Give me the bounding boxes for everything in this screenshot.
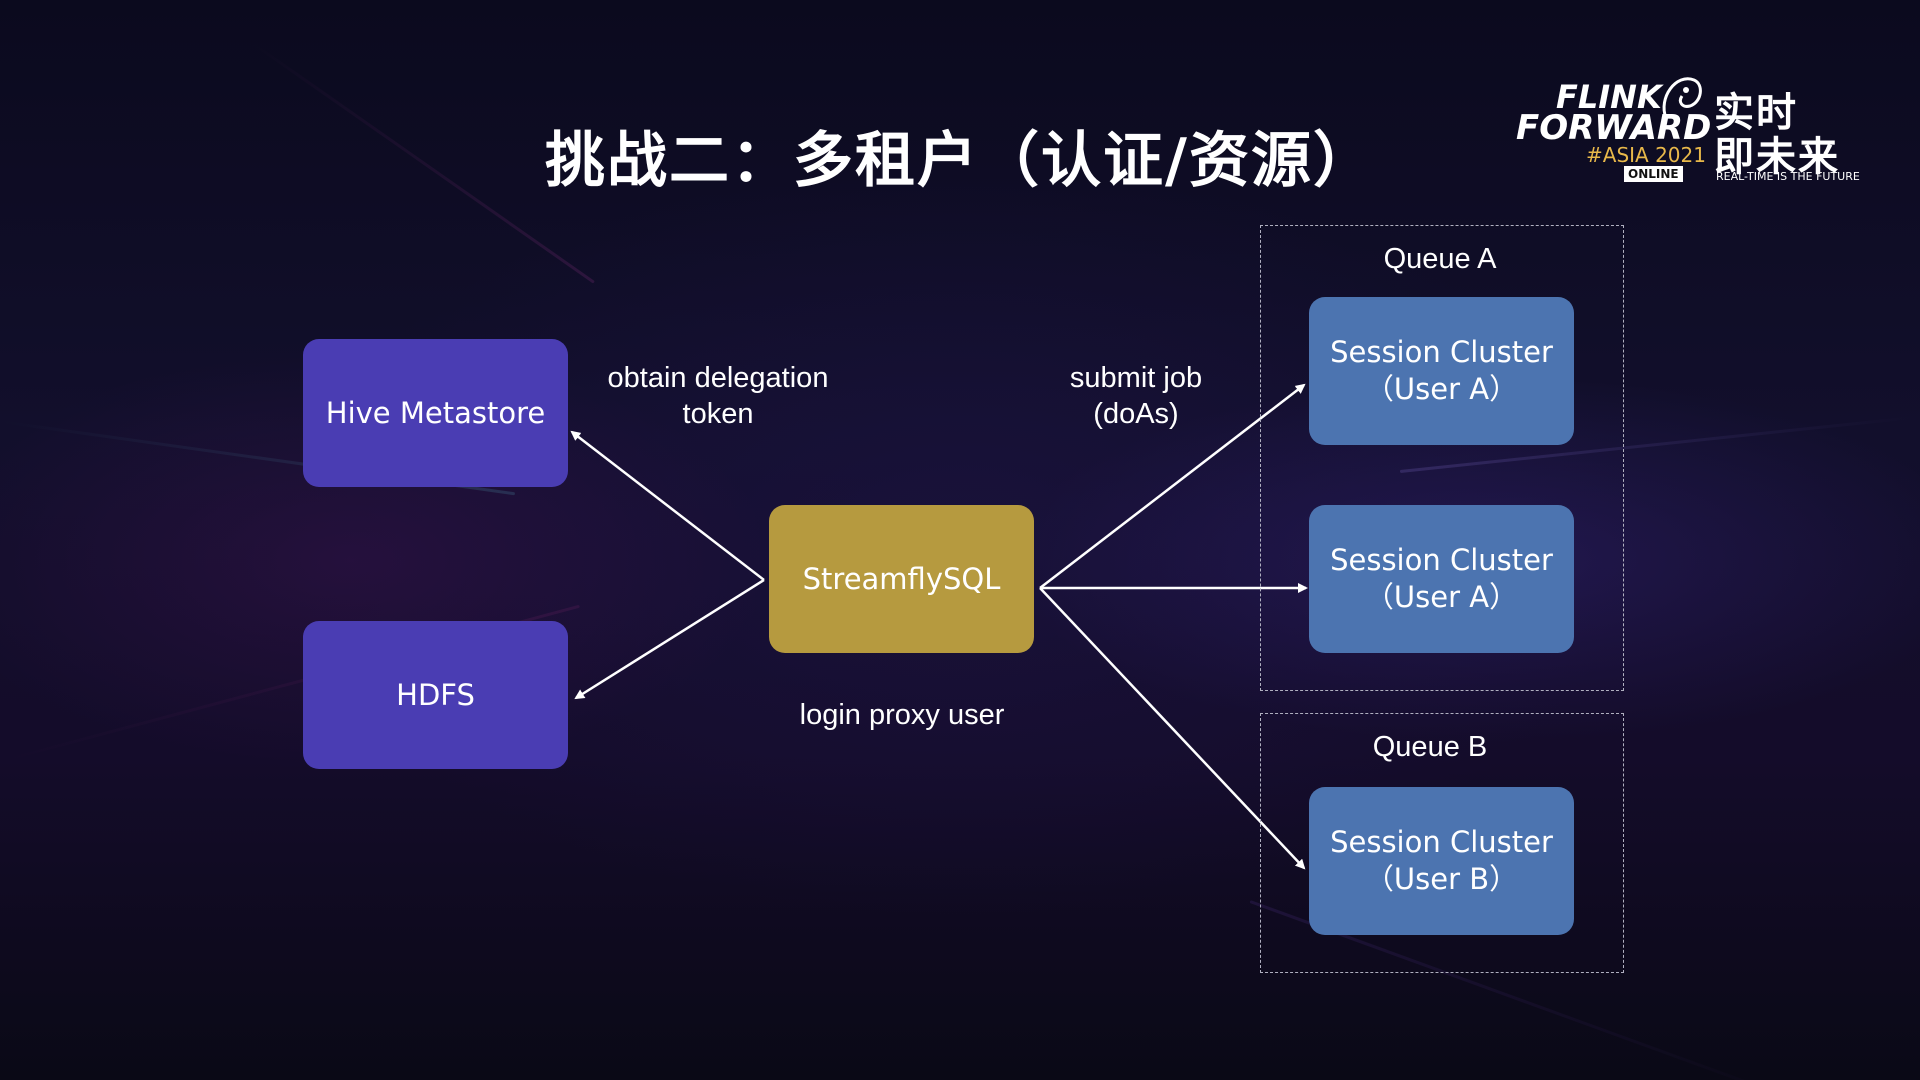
logo-flink-text: FLINK (1556, 78, 1662, 116)
logo-cn-line1: 实时 (1714, 90, 1798, 136)
session-user-label: （User A） (1364, 580, 1519, 614)
submit-job-label: submit job (doAs) (1016, 360, 1256, 432)
session-user-label: （User B） (1364, 862, 1519, 896)
login-proxy-user-label: login proxy user (799, 699, 1005, 731)
delegation-line1: obtain delegation (607, 362, 829, 394)
submit-line2: (doAs) (1093, 398, 1179, 430)
logo-online-badge: ONLINE (1624, 166, 1683, 182)
session-cluster-label: Session Cluster (1330, 335, 1553, 369)
logo-cn-line2: 即未来 (1714, 134, 1840, 180)
slide-title: 挑战二：多租户（认证/资源） (545, 126, 1375, 196)
queue-b-label: Queue B (1372, 731, 1488, 763)
session-user-label: （User A） (1364, 372, 1519, 406)
hive-metastore-label: Hive Metastore (325, 395, 546, 430)
streamflysql-node: StreamflySQL (769, 505, 1034, 653)
logo-forward-text: FORWARD (1516, 108, 1712, 148)
queue-a-label: Queue A (1383, 243, 1497, 275)
session-cluster-user-a-2: Session Cluster （User A） (1309, 505, 1574, 653)
submit-line1: submit job (1069, 362, 1203, 394)
delegation-line2: token (682, 398, 754, 430)
logo-tagline: REAL-TIME IS THE FUTURE (1716, 170, 1860, 183)
squirrel-icon (1662, 77, 1702, 119)
hive-metastore-node: Hive Metastore (303, 339, 568, 487)
arrow-to-hdfs (574, 578, 765, 700)
queue-a-frame (1260, 225, 1624, 691)
hdfs-node: HDFS (303, 621, 568, 769)
session-cluster-label: Session Cluster (1330, 825, 1553, 859)
hdfs-label: HDFS (396, 677, 475, 712)
arrow-to-hive (570, 430, 765, 581)
session-cluster-user-b: Session Cluster （User B） (1309, 787, 1574, 935)
queue-b-frame (1260, 713, 1624, 973)
delegation-token-label: obtain delegation token (578, 360, 858, 432)
logo-event-text: #ASIA 2021 (1586, 143, 1706, 167)
flink-forward-logo: FLINK FORWARD #ASIA 2021 ONLINE 实时 即未来 R… (1516, 77, 1860, 188)
session-cluster-label: Session Cluster (1330, 543, 1553, 577)
streamflysql-label: StreamflySQL (802, 561, 1001, 596)
session-cluster-user-a-1: Session Cluster （User A） (1309, 297, 1574, 445)
